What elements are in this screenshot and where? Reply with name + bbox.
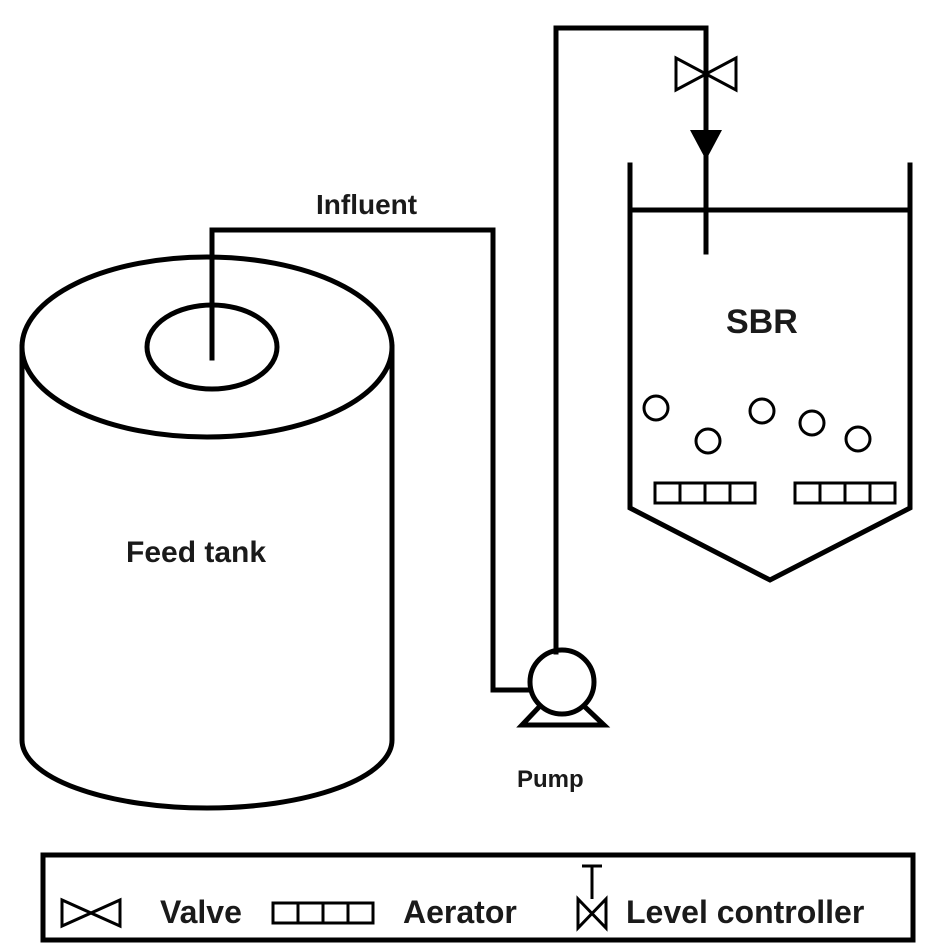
feed-tank <box>19 254 395 811</box>
legend-aerator-icon <box>271 901 375 925</box>
influent-label: Influent <box>316 189 417 220</box>
air-bubbles <box>642 394 872 455</box>
legend-valve-icon <box>60 897 122 929</box>
legend-box <box>40 852 916 943</box>
legend-level-controller-icon <box>576 864 608 932</box>
legend-aerator-label: Aerator <box>403 894 517 930</box>
sbr-label: SBR <box>726 303 798 341</box>
legend-valve-label: Valve <box>160 894 242 930</box>
valve-icon <box>674 55 738 93</box>
aerator-right-icon <box>793 481 897 505</box>
feed-tank-label: Feed tank <box>126 536 266 569</box>
pump-icon <box>516 647 611 728</box>
flow-arrow-icon <box>690 130 722 160</box>
legend: Valve Aerator Level controller <box>40 852 916 943</box>
legend-level-controller-label: Level controller <box>626 894 864 930</box>
aerator-left-icon <box>653 481 757 505</box>
discharge-pipe <box>553 25 709 655</box>
influent-pipe <box>209 227 531 693</box>
pump-label: Pump <box>517 766 584 793</box>
sbr-reactor <box>627 162 913 583</box>
